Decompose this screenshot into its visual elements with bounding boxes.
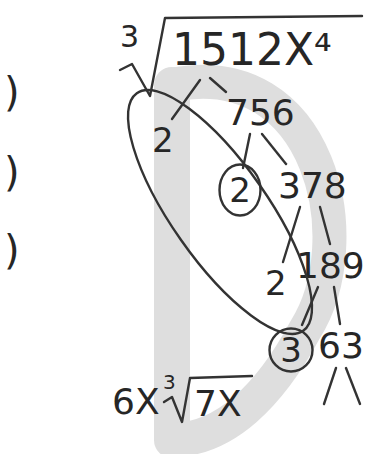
factor-number: 2: [152, 123, 174, 157]
parenthesis-mark: ): [4, 152, 20, 192]
radical-index: 3: [163, 372, 176, 392]
grouping-loop-outline: [110, 90, 335, 340]
branch-line: [320, 207, 330, 244]
answer-coefficient: 6X: [112, 384, 160, 420]
branch-line: [262, 134, 286, 164]
circle-outline: [220, 165, 261, 216]
parenthesis-mark: ): [4, 230, 20, 270]
factor-number: 63: [318, 328, 364, 364]
branch-line: [172, 80, 200, 119]
radicand: 1512X⁴: [172, 28, 332, 72]
factor-number: 378: [278, 168, 347, 204]
branch-line: [302, 287, 318, 325]
circle-outline: [270, 329, 313, 372]
loop-outline: [98, 66, 343, 359]
answer-radicand: 7X: [194, 386, 242, 422]
circled-factor: 2: [218, 163, 262, 217]
branch-line: [210, 78, 226, 92]
grouping-loop: 2 2 2: [110, 90, 335, 340]
radical-sign: [120, 16, 362, 96]
parenthesis-mark: ): [4, 72, 20, 112]
branch-line: [346, 368, 360, 404]
factor-number: 756: [226, 95, 295, 131]
radical-sign: [164, 376, 252, 422]
branch-line: [324, 368, 336, 404]
radical-index: 3: [120, 22, 139, 52]
factor-number: 3: [280, 333, 302, 367]
branch-line: [243, 134, 250, 168]
factor-number: 2: [265, 266, 287, 300]
circled-factor: 3: [268, 327, 314, 373]
factor-number: 189: [296, 248, 365, 284]
branch-line: [334, 287, 340, 324]
factor-number: 2: [229, 173, 251, 207]
